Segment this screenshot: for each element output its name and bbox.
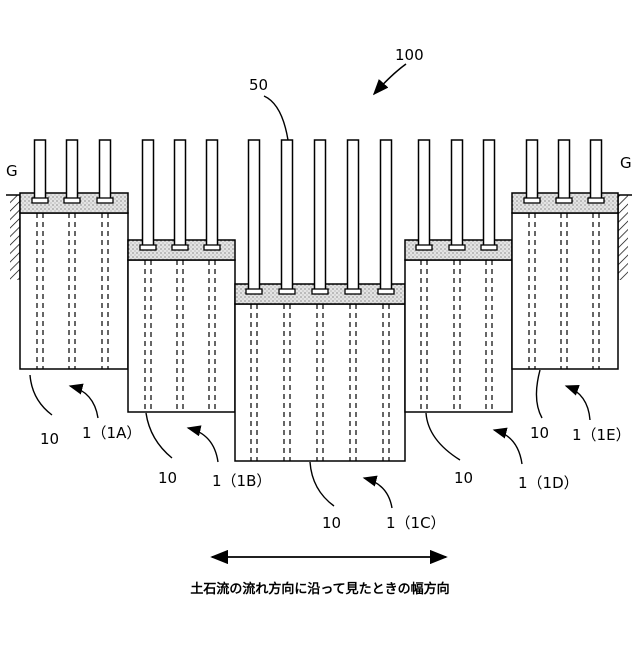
block-1e bbox=[512, 140, 618, 369]
pile-1e-1 bbox=[527, 140, 538, 201]
pile-ref-label: 50 bbox=[249, 76, 268, 94]
pile-1c-1 bbox=[249, 140, 260, 292]
pile-collar bbox=[32, 198, 48, 203]
block-1e-ref-arrow bbox=[566, 386, 590, 420]
ground-right-hatch bbox=[618, 195, 628, 280]
pile-1b-1 bbox=[143, 140, 154, 248]
pile-collar bbox=[449, 245, 465, 250]
pile-1a-3 bbox=[100, 140, 111, 201]
pile-1b-3 bbox=[207, 140, 218, 248]
pile-collar bbox=[97, 198, 113, 203]
pile-collar bbox=[588, 198, 604, 203]
block-1b bbox=[128, 140, 235, 412]
block-1b-num-label: 10 bbox=[158, 469, 177, 487]
pile-collar bbox=[378, 289, 394, 294]
pile-1c-3 bbox=[315, 140, 326, 292]
block-1c-num-label: 10 bbox=[322, 514, 341, 532]
ground-left-hatch bbox=[10, 195, 20, 280]
block-1c-ref-label: 1（1C） bbox=[386, 514, 446, 532]
pile-1c-5 bbox=[381, 140, 392, 292]
block-1b-ref-label: 1（1B） bbox=[212, 472, 271, 490]
block-1e-num-leader bbox=[536, 370, 542, 418]
pile-1e-2 bbox=[559, 140, 570, 201]
pile-1e-3 bbox=[591, 140, 602, 201]
block-1e-ref-label: 1（1E） bbox=[572, 426, 631, 444]
pile-1a-1 bbox=[35, 140, 46, 201]
block-1a-ref-label: 1（1A） bbox=[82, 424, 141, 442]
pile-1d-3 bbox=[484, 140, 495, 248]
pile-collar bbox=[345, 289, 361, 294]
pile-collar bbox=[524, 198, 540, 203]
block-1a bbox=[20, 140, 128, 369]
pile-collar bbox=[172, 245, 188, 250]
block-1e-num-label: 10 bbox=[530, 424, 549, 442]
block-1d-ref-arrow bbox=[494, 430, 522, 464]
pile-collar bbox=[481, 245, 497, 250]
pile-collar bbox=[416, 245, 432, 250]
pile-collar bbox=[140, 245, 156, 250]
pile-1a-2 bbox=[67, 140, 78, 201]
block-1c bbox=[235, 140, 405, 461]
block-1b-body bbox=[128, 260, 235, 412]
pile-1d-1 bbox=[419, 140, 430, 248]
block-1a-num-leader bbox=[30, 375, 52, 415]
pile-1b-2 bbox=[175, 140, 186, 248]
block-1b-ref-arrow bbox=[188, 428, 218, 462]
pile-1d-2 bbox=[452, 140, 463, 248]
pile-collar bbox=[556, 198, 572, 203]
block-1a-ref-arrow bbox=[70, 386, 98, 418]
block-1d bbox=[405, 140, 512, 412]
ground-left-label: G bbox=[6, 162, 18, 180]
block-1c-body bbox=[235, 304, 405, 461]
block-1a-body bbox=[20, 213, 128, 369]
block-1c-ref-arrow bbox=[364, 478, 392, 508]
block-1c-num-leader bbox=[310, 462, 334, 506]
pile-collar bbox=[246, 289, 262, 294]
figure-ref-label: 100 bbox=[395, 46, 424, 64]
pile-1c-2 bbox=[282, 140, 293, 292]
block-1a-num-label: 10 bbox=[40, 430, 59, 448]
block-1d-num-leader bbox=[426, 413, 460, 460]
block-1b-num-leader bbox=[146, 413, 172, 458]
pile-collar bbox=[279, 289, 295, 294]
pile-collar bbox=[312, 289, 328, 294]
figure-ref-arrow bbox=[374, 64, 406, 94]
ground-right-label: G bbox=[620, 154, 632, 172]
pile-collar bbox=[204, 245, 220, 250]
block-1d-num-label: 10 bbox=[454, 469, 473, 487]
pile-collar bbox=[64, 198, 80, 203]
block-1e-body bbox=[512, 213, 618, 369]
caption-text: 土石流の流れ方向に沿って見たときの幅方向 bbox=[190, 581, 449, 597]
pile-ref-leader bbox=[264, 96, 288, 140]
block-1d-ref-label: 1（1D） bbox=[518, 474, 579, 492]
pile-1c-4 bbox=[348, 140, 359, 292]
